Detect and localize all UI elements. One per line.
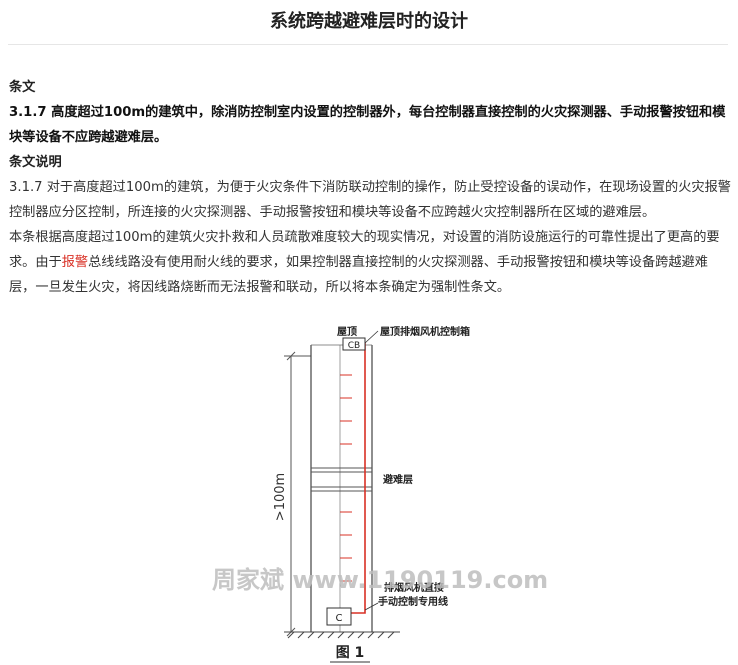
- roof-box-description: 屋顶排烟风机控制箱: [380, 325, 470, 338]
- explanation-paragraph-2: 本条根据高度超过100m的建筑火灾扑救和人员疏散难度较大的现实情况，对设置的消防…: [9, 225, 731, 300]
- explanation-paragraph-1: 3.1.7 对于高度超过100m的建筑，为便于火灾条件下消防联动控制的操作，防止…: [9, 180, 731, 220]
- keyword-link-baojing[interactable]: 报警: [61, 255, 89, 270]
- roof-box-label: CB: [348, 341, 360, 351]
- explanation-p2-part2: 总线线路没有使用耐火线的要求，如果控制器直接控制的火灾探测器、手动报警按钮和模块…: [9, 255, 708, 295]
- watermark: 周家斌 www.1190119.com: [212, 566, 548, 594]
- roof-label: 屋顶: [337, 326, 357, 338]
- page-title: 系统跨越避难层时的设计: [270, 11, 468, 32]
- height-label: >100m: [273, 473, 288, 521]
- refuge-floor-band: [311, 467, 372, 492]
- fire-control-box: [326, 607, 352, 626]
- fire-control-box-label: C: [336, 613, 343, 624]
- explanation-heading: 条文说明: [9, 155, 62, 170]
- roof-control-box: [342, 337, 366, 351]
- explanation-p2-part1: 本条根据高度超过100m的建筑火灾扑救和人员疏散难度较大的现实情况，对设置的消防…: [9, 230, 720, 270]
- height-dimension: [284, 351, 311, 637]
- clause-text: 3.1.7 高度超过100m的建筑中，除消防控制室内设置的控制器外，每台控制器直…: [9, 105, 726, 145]
- ground-line: [284, 631, 400, 639]
- refuge-floor-label: 避难层: [382, 473, 413, 486]
- building-outline: [310, 344, 373, 632]
- clause-heading: 条文: [9, 80, 36, 95]
- fan-line-label-1: 排烟风机直接: [384, 581, 444, 594]
- floor-ticks: [340, 374, 352, 582]
- fan-line-label-2: 手动控制专用线: [378, 595, 448, 608]
- article-body: 条文 3.1.7 高度超过100m的建筑中，除消防控制室内设置的控制器外，每台控…: [9, 75, 731, 300]
- figure-caption: 图 1: [336, 645, 365, 661]
- title-divider: [8, 44, 728, 45]
